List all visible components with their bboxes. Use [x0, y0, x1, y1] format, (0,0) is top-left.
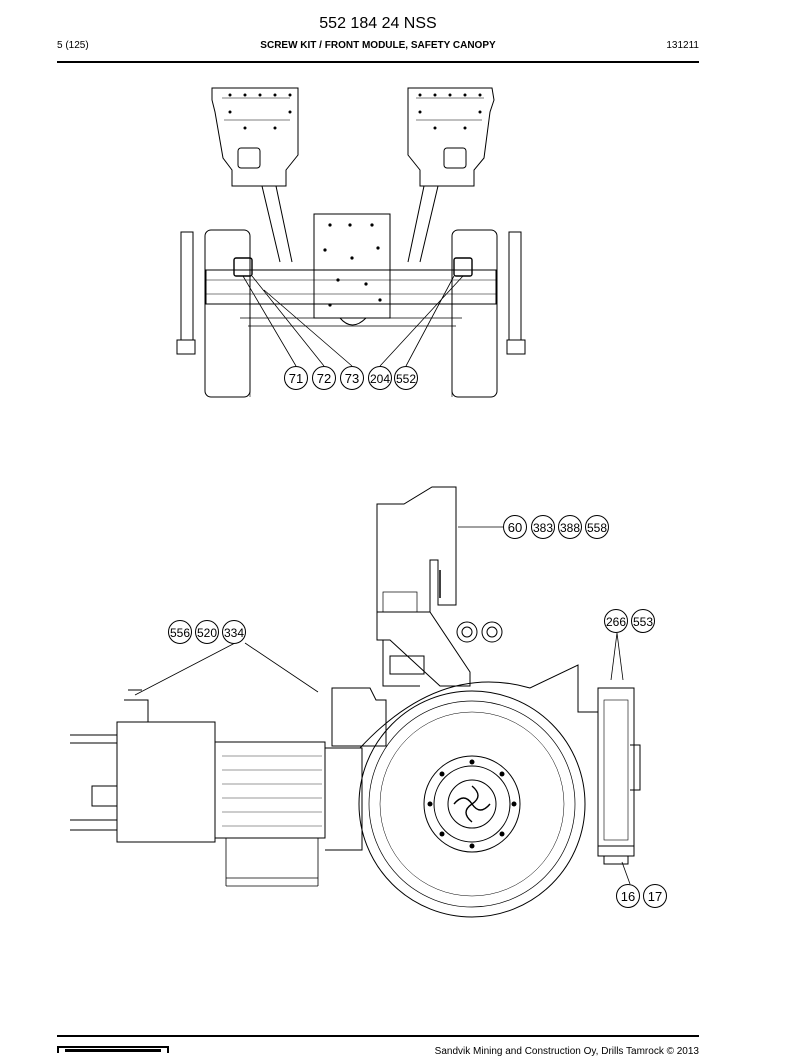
callout-60: 60 — [503, 515, 527, 539]
sandvik-logo — [57, 1046, 169, 1053]
page-title: SCREW KIT / FRONT MODULE, SAFETY CANOPY — [260, 40, 496, 51]
callout-72: 72 — [312, 366, 336, 390]
callout-556: 556 — [168, 620, 192, 644]
date-code: 131211 — [666, 40, 699, 51]
callout-383: 383 — [531, 515, 555, 539]
callout-73: 73 — [340, 366, 364, 390]
callout-16: 16 — [616, 884, 640, 908]
callout-553: 553 — [631, 609, 655, 633]
page-reference: 5 (125) — [57, 40, 89, 51]
callout-388: 388 — [558, 515, 582, 539]
callout-266: 266 — [604, 609, 628, 633]
footer-copyright: Sandvik Mining and Construction Oy, Dril… — [434, 1046, 699, 1057]
header-divider — [57, 61, 699, 63]
front-view-drawing — [176, 87, 526, 398]
callout-17: 17 — [643, 884, 667, 908]
callout-520: 520 — [195, 620, 219, 644]
document-number: 552 184 24 NSS — [319, 15, 437, 32]
page-header: 5 (125) SCREW KIT / FRONT MODULE, SAFETY… — [57, 40, 699, 56]
callout-558: 558 — [585, 515, 609, 539]
callout-204: 204 — [368, 366, 392, 390]
callout-71: 71 — [284, 366, 308, 390]
callout-552: 552 — [394, 366, 418, 390]
side-view-drawing — [70, 486, 641, 918]
callout-334: 334 — [222, 620, 246, 644]
footer-divider — [57, 1035, 699, 1037]
